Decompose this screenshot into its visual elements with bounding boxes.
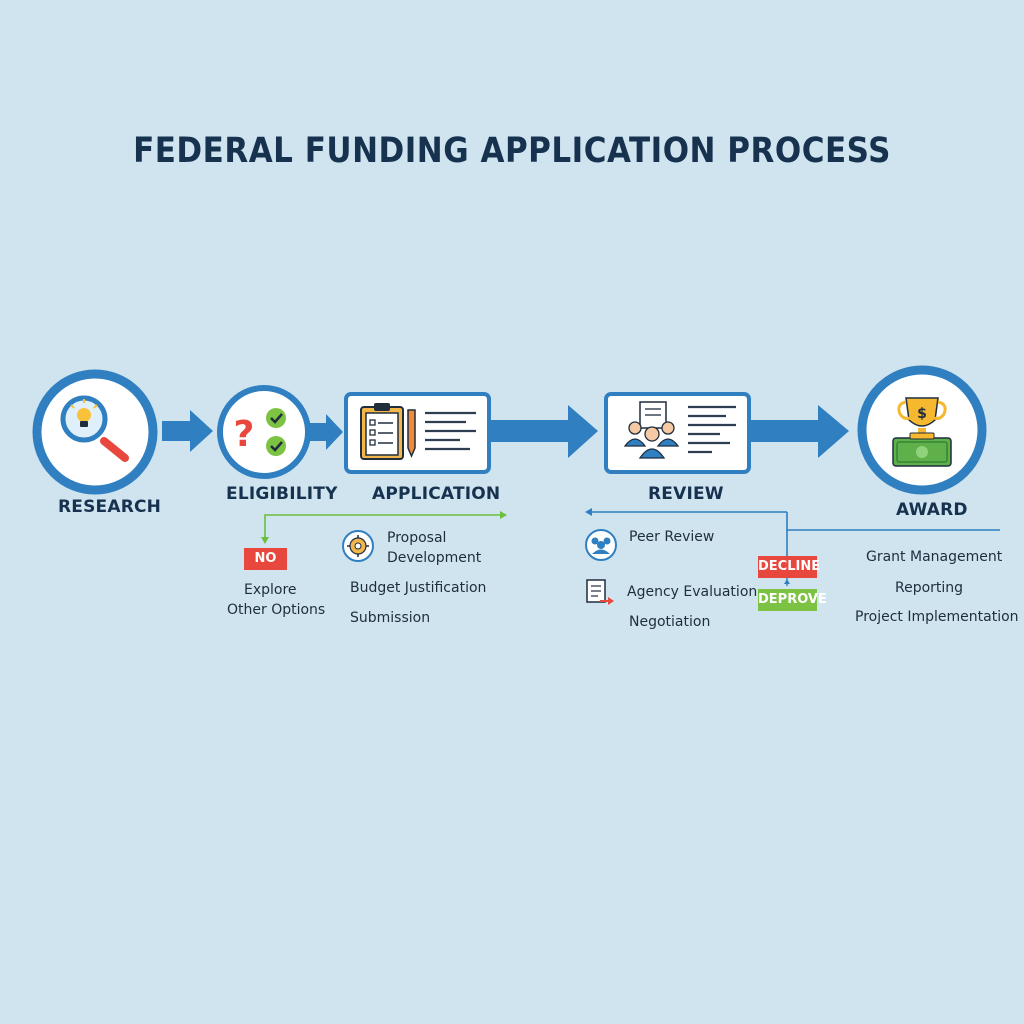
review-node (604, 392, 751, 474)
svg-text:?: ? (234, 414, 255, 455)
eligibility-node: ? (217, 385, 311, 479)
budget-justification-label: Budget Justification (350, 580, 487, 596)
stage-label-review: REVIEW (648, 484, 724, 504)
magnifier-lightbulb-icon (60, 395, 129, 462)
gear-icon (342, 530, 374, 562)
proposal-label-line1: Proposal (387, 530, 447, 546)
submission-label: Submission (350, 610, 431, 626)
stage-label-eligibility: ELIGIBILITY (226, 484, 338, 504)
diagram-title: FEDERAL FUNDING APPLICATION PROCESS (133, 130, 891, 172)
peer-review-label: Peer Review (629, 529, 715, 545)
negotiation-label: Negotiation (629, 614, 711, 630)
flow-arrow-review-award (750, 405, 849, 458)
stage-label-application: APPLICATION (372, 484, 501, 504)
flow-arrow-research-eligibility (162, 410, 213, 452)
explore-label-line2: Other Options (227, 602, 326, 618)
application-node (344, 392, 491, 474)
stage-label-award: AWARD (896, 500, 968, 520)
proposal-label-line2: Development (387, 550, 482, 566)
clipboard-pencil-icon (360, 403, 416, 460)
agency-evaluation-label: Agency Evaluation (627, 584, 758, 600)
research-node (32, 369, 158, 495)
text-lines-decoration (688, 405, 736, 454)
text-lines-decoration (425, 411, 476, 451)
award-node: $ (857, 365, 987, 495)
flow-arrow-application-review (490, 405, 598, 458)
trophy-money-icon: $ (892, 397, 952, 467)
question-check-icon: ? (234, 408, 286, 456)
svg-text:$: $ (917, 406, 927, 422)
reporting-label: Reporting (895, 580, 964, 596)
document-arrow-icon (586, 579, 614, 605)
no-badge: NO (244, 548, 287, 570)
approve-badge: DEPROVE (758, 589, 827, 611)
review-loop-connector (585, 508, 1000, 586)
reviewers-document-icon (623, 401, 680, 459)
stage-label-research: RESEARCH (58, 497, 162, 517)
explore-label-line1: Explore (244, 582, 297, 598)
decline-badge: DECLINE (758, 556, 820, 578)
project-implementation-label: Project Implementation (855, 609, 1019, 625)
flow-arrow-eligibility-application (308, 414, 343, 450)
peer-review-icon (585, 529, 617, 561)
eligibility-branch-connector (261, 511, 507, 544)
grant-management-label: Grant Management (866, 549, 1003, 565)
